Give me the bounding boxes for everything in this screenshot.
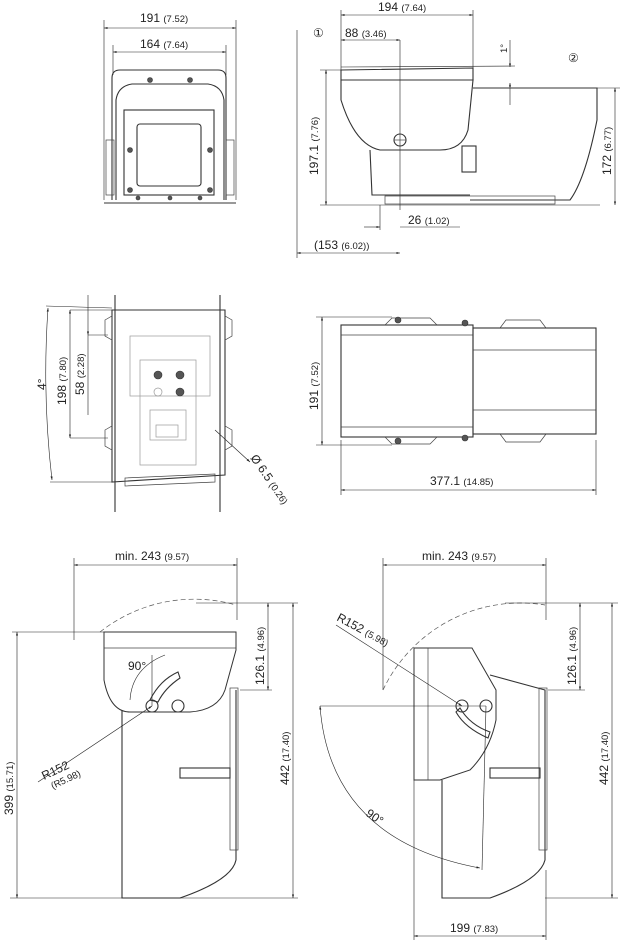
- mounting-plate-view: 198 (7.80) 58 (2.28) 4° Ø 6.5 (0.26): [35, 295, 292, 512]
- front-view: 191 (7.52) 164 (7.64): [103, 11, 237, 204]
- tilt-left-radius: R152(R5.98): [39, 755, 82, 794]
- tilt-view-left: min. 243 (9.57) 90° R152(R5.98) 126.1 (4…: [2, 549, 298, 899]
- plate-hole-offset: 58 (2.28): [73, 353, 87, 395]
- side-foot: 26 (1.02): [408, 213, 450, 227]
- side-offset: 88 (3.46): [345, 26, 387, 40]
- plate-hole-diameter: Ø 6.5 (0.26): [248, 452, 292, 507]
- side-height-front: 197.1 (7.76): [307, 117, 321, 175]
- side-view: ① ② 194 (7.64) 88 (3.46) 1° 197.1 (7.76)…: [296, 0, 620, 258]
- side-height-rear: 172 (6.77): [600, 127, 614, 175]
- tilt-right-min-width: min. 243 (9.57): [422, 549, 496, 563]
- side-angle: 1°: [499, 44, 510, 53]
- front-width-outer: 191 (7.52): [140, 11, 188, 25]
- tilt-right-top-offset: 126.1 (4.96): [565, 627, 579, 685]
- plate-height: 198 (7.80): [55, 357, 69, 405]
- top-width: 191 (7.52): [307, 362, 321, 410]
- callout-1: ①: [313, 26, 324, 40]
- tilt-right-depth: 199 (7.83): [450, 921, 498, 935]
- front-width-inner: 164 (7.64): [140, 37, 188, 51]
- tilt-left-top-offset: 126.1 (4.96): [253, 627, 267, 685]
- side-base: (153 (6.02)): [314, 238, 369, 252]
- tilt-left-min-width: min. 243 (9.57): [115, 549, 189, 563]
- tilt-left-angle: 90°: [128, 659, 146, 673]
- tilt-right-height-total: 442 (17.40): [597, 732, 611, 785]
- tilt-left-height-pivot: 399 (15.71): [2, 762, 16, 815]
- tilt-view-right: min. 243 (9.57) 90° R152 (5.98) 126.1 (4…: [319, 549, 618, 940]
- side-length: 194 (7.64): [378, 0, 426, 14]
- tilt-right-angle: 90°: [363, 806, 386, 828]
- top-length: 377.1 (14.85): [430, 474, 493, 488]
- plate-angle: 4°: [35, 378, 49, 390]
- top-view: 191 (7.52) 377.1 (14.85): [307, 316, 597, 495]
- callout-2: ②: [568, 51, 579, 65]
- tilt-left-height-total: 442 (17.40): [278, 732, 292, 785]
